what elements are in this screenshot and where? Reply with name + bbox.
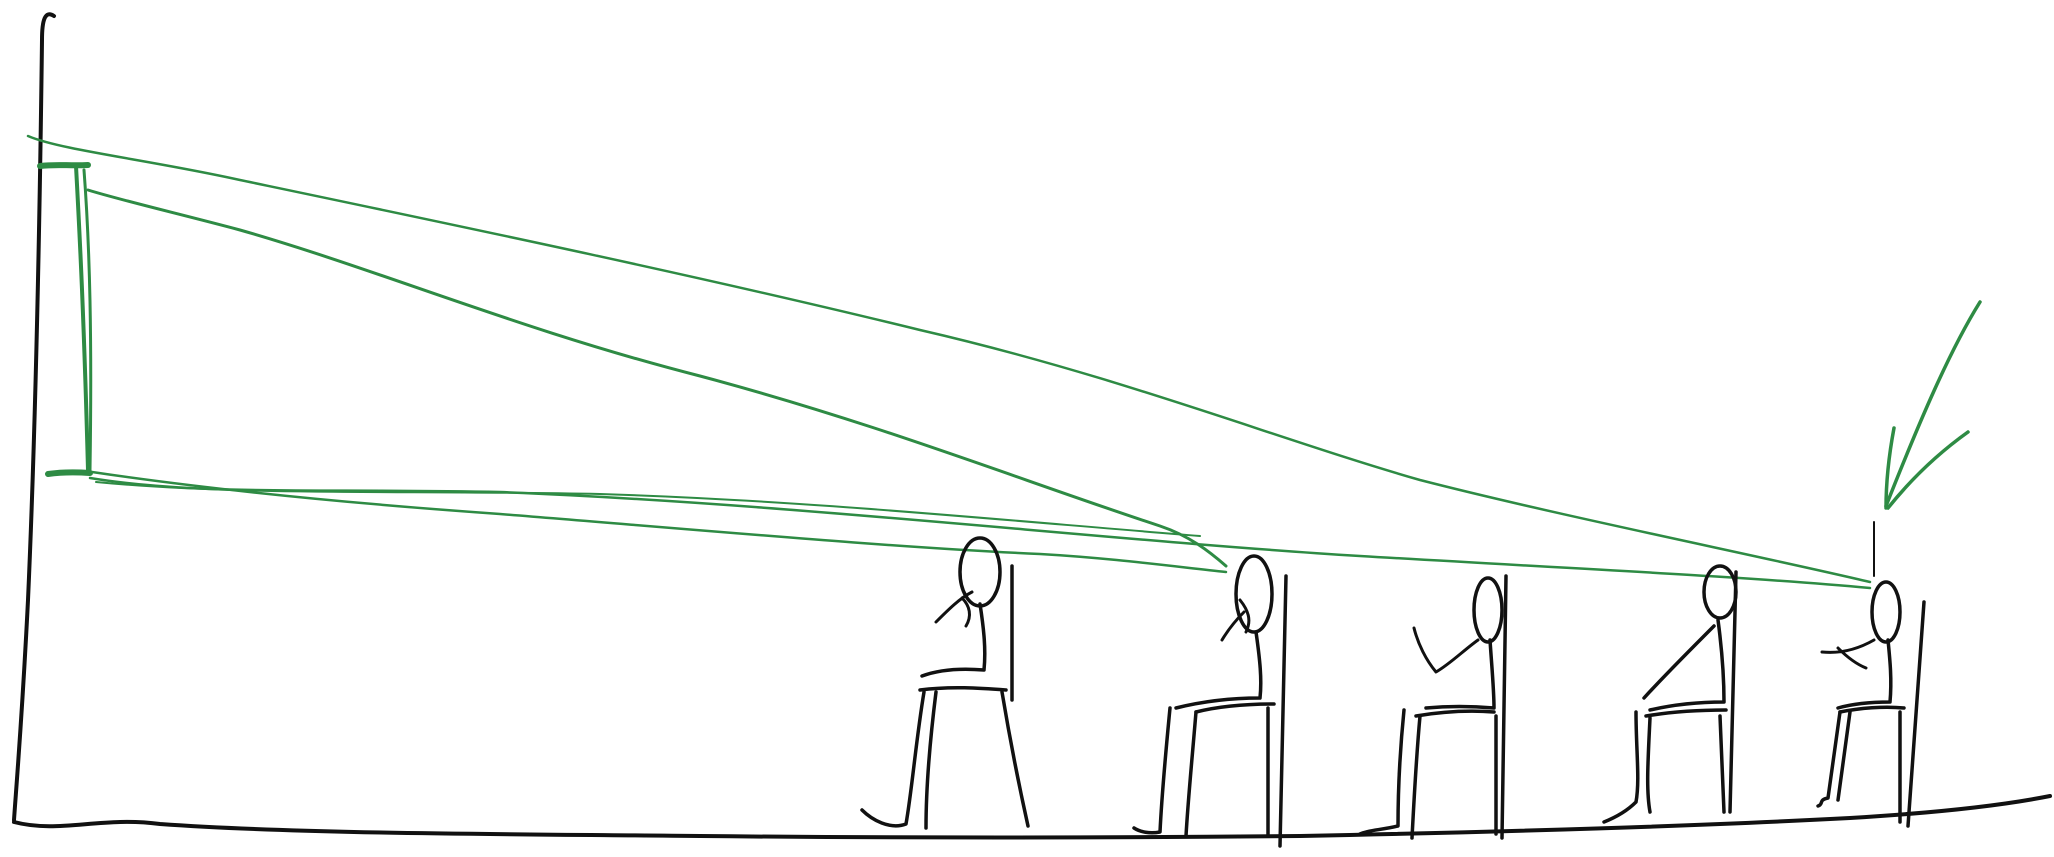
floor-line	[14, 796, 2050, 838]
person-2-head	[1236, 556, 1272, 632]
seated-person-5	[1818, 582, 1924, 826]
person-2-chair-back	[1280, 576, 1286, 846]
person-1-legs	[862, 692, 1028, 828]
person-4-seat	[1646, 710, 1726, 716]
sightline-bottom-to-back-viewer	[90, 478, 1870, 588]
room-outline	[14, 14, 2050, 837]
person-3-head	[1474, 578, 1502, 642]
person-5-head	[1872, 582, 1900, 642]
indicator-arrow-icon	[1874, 302, 1980, 576]
person-3-body	[1426, 640, 1494, 708]
seated-person-2	[1134, 556, 1286, 846]
person-2-seat	[1196, 704, 1274, 712]
person-3-legs	[1360, 710, 1496, 838]
sightline-top-to-second-viewer	[88, 190, 1226, 566]
person-2-legs	[1134, 708, 1268, 836]
seated-person-4	[1604, 566, 1736, 822]
sightline-bottom-to-second-viewer	[92, 472, 1226, 572]
person-5-legs	[1818, 712, 1900, 822]
arrow-shaft	[1886, 302, 1980, 506]
audience	[862, 538, 1924, 846]
back-wall	[14, 14, 54, 820]
person-1-body	[922, 604, 985, 676]
person-4-legs	[1604, 712, 1724, 822]
screen-bottom-bar	[48, 472, 90, 474]
person-3-seat	[1416, 711, 1494, 716]
person-4-back	[1644, 626, 1714, 698]
person-4-head	[1704, 566, 1736, 618]
person-1-seat	[920, 688, 1006, 690]
sightline-bottom-extra-stroke	[96, 482, 1200, 536]
seated-person-3	[1360, 576, 1506, 838]
screen-top-bar	[40, 165, 88, 166]
projection-screen	[40, 165, 91, 474]
person-5-chair-back	[1908, 602, 1924, 826]
person-4-body	[1650, 620, 1724, 710]
sightlines	[28, 136, 1870, 588]
person-5-arm	[1822, 640, 1874, 668]
person-2-body	[1176, 632, 1261, 708]
person-3-arm	[1414, 628, 1478, 672]
seated-person-1	[862, 538, 1028, 828]
